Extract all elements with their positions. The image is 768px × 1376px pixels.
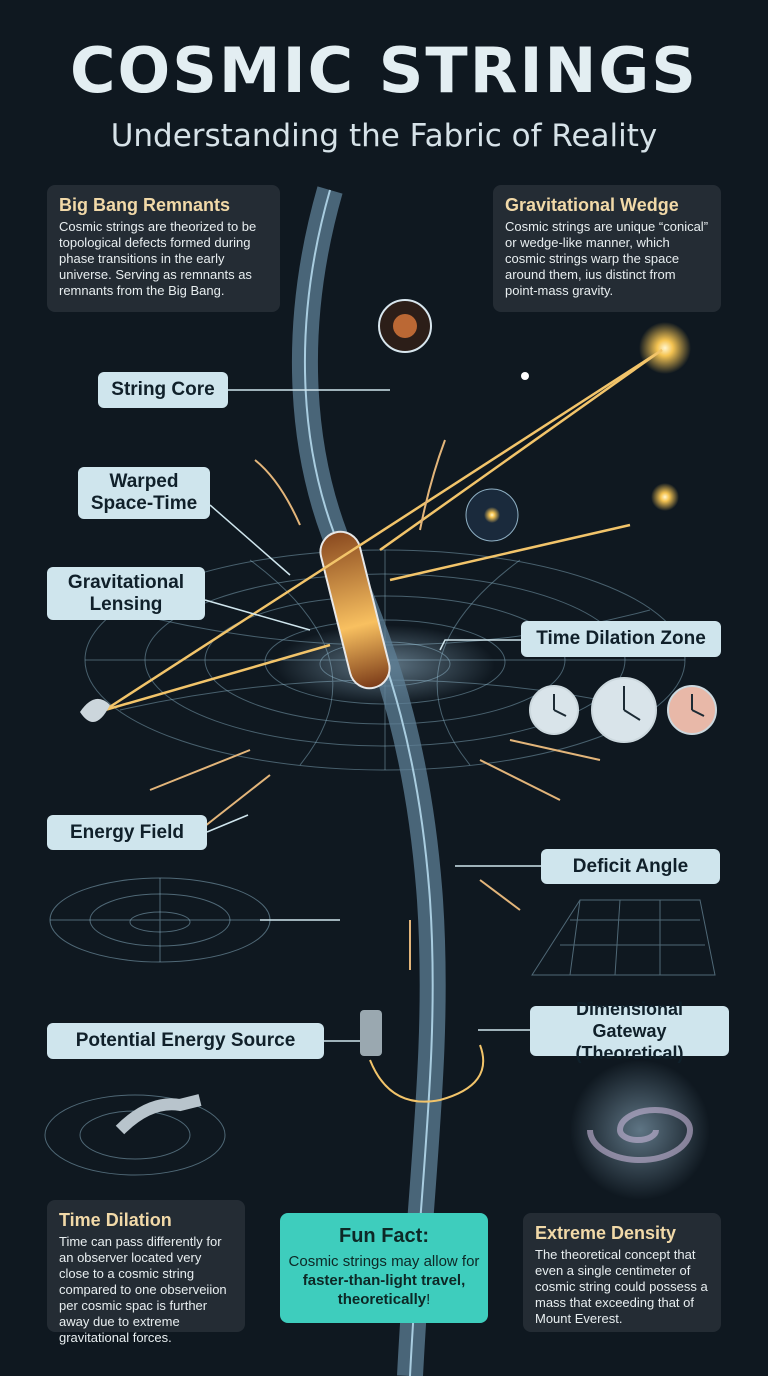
label-string-core: String Core (98, 372, 228, 408)
galaxy-icon (587, 1107, 694, 1163)
info-text: Cosmic strings are theorized to be topol… (59, 219, 257, 298)
observer-eye-icon (80, 698, 110, 722)
info-title: Big Bang Remnants (59, 195, 231, 215)
info-gravitational-wedge: Gravitational Wedge Cosmic strings are u… (493, 185, 721, 312)
label-warped-space-time: Warped Space-Time (78, 467, 210, 519)
label-dimensional-gateway: Dimensional Gateway (Theoretical) (530, 999, 729, 1063)
page-subtitle: Understanding the Fabric of Reality (110, 118, 658, 154)
label-potential-energy-source: Potential Energy Source (47, 1023, 324, 1059)
fun-fact-box: Fun Fact: Cosmic strings may allow for f… (280, 1213, 488, 1323)
info-time-dilation: Time Dilation Time can pass differently … (47, 1200, 245, 1345)
fun-fact-title: Fun Fact: (339, 1225, 429, 1247)
info-title: Gravitational Wedge (505, 195, 679, 215)
info-title: Extreme Density (535, 1223, 677, 1243)
clock-icons (529, 677, 717, 743)
info-text: Time can pass differently for an observe… (59, 1234, 227, 1345)
info-text: Cosmic strings are unique “conical” or w… (505, 219, 709, 298)
info-big-bang-remnants: Big Bang Remnants Cosmic strings are the… (47, 185, 280, 312)
info-extreme-density: Extreme Density The theoretical concept … (523, 1213, 721, 1332)
fun-fact-text-start: Cosmic strings may allow for (288, 1253, 480, 1270)
fun-fact-highlight: faster-than-light travel, theoretically (302, 1272, 466, 1308)
fun-fact-text: Cosmic strings may allow for faster-than… (288, 1252, 480, 1309)
cosmic-string (292, 186, 446, 1376)
info-text: The theoretical concept that even a sing… (535, 1247, 708, 1326)
label-deficit-angle: Deficit Angle (541, 849, 720, 884)
label-time-dilation-zone: Time Dilation Zone (521, 621, 721, 657)
page-title: COSMIC STRINGS (70, 34, 698, 107)
label-gravitational-lensing: Gravitational Lensing (47, 567, 205, 620)
label-energy-field: Energy Field (47, 815, 207, 850)
info-title: Time Dilation (59, 1210, 172, 1230)
fun-fact-text-end: ! (426, 1291, 431, 1308)
